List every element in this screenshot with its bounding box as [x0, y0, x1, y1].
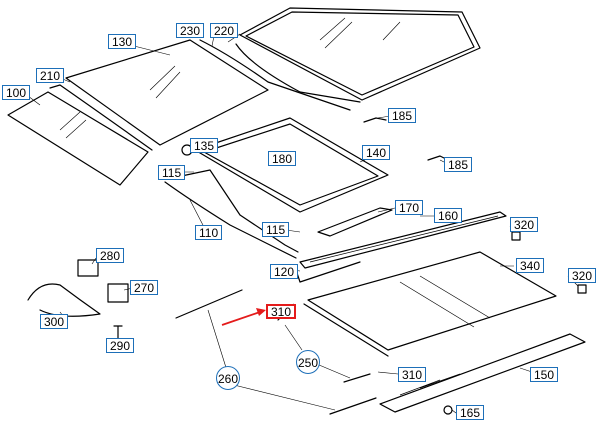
callout-170[interactable]: 170 — [395, 200, 424, 215]
callout-290[interactable]: 290 — [106, 338, 135, 353]
callout-250[interactable]: 250 — [296, 350, 320, 374]
callout-135[interactable]: 135 — [190, 138, 219, 153]
side-rail-150 — [379, 333, 586, 413]
drive-cable-250b — [343, 373, 371, 383]
callout-160[interactable]: 160 — [434, 208, 463, 223]
callout-180[interactable]: 180 — [268, 151, 297, 166]
callout-320-lower[interactable]: 320 — [568, 268, 597, 283]
clip-320b — [577, 284, 587, 294]
callout-115-lower[interactable]: 115 — [262, 222, 290, 237]
callout-320-upper[interactable]: 320 — [510, 217, 539, 232]
callout-165[interactable]: 165 — [456, 405, 485, 420]
callout-185-lower[interactable]: 185 — [444, 157, 473, 172]
callout-115-upper[interactable]: 115 — [158, 165, 186, 180]
callout-270[interactable]: 270 — [130, 280, 159, 295]
callout-185-upper[interactable]: 185 — [388, 108, 417, 123]
front-glass-panel — [65, 39, 269, 146]
guide-rail-160 — [299, 211, 507, 269]
connector-185a — [363, 117, 387, 123]
bolt-165 — [443, 405, 453, 415]
seal-strip-210 — [49, 84, 153, 151]
callout-150[interactable]: 150 — [530, 367, 559, 382]
cable-300 — [27, 283, 101, 317]
sunblind-340 — [303, 251, 557, 357]
rail-120 — [295, 261, 361, 283]
callout-260[interactable]: 260 — [216, 366, 240, 390]
callout-230[interactable]: 230 — [176, 23, 205, 38]
rail-170 — [317, 207, 393, 237]
motor-280 — [77, 259, 99, 277]
seal-strip-220 — [235, 43, 361, 103]
callout-220[interactable]: 220 — [210, 23, 239, 38]
callout-300[interactable]: 300 — [40, 314, 69, 329]
outer-frame-110 — [171, 169, 299, 253]
inner-frame-140 — [194, 117, 389, 213]
clip-320a — [511, 231, 521, 241]
callout-340[interactable]: 340 — [516, 258, 545, 273]
rear-glass-panel — [239, 7, 481, 101]
callout-310-lower[interactable]: 310 — [398, 367, 427, 382]
wind-deflector-glass — [7, 91, 149, 186]
drive-cable-260b — [329, 397, 377, 415]
screw-290 — [113, 325, 123, 341]
highlight-arrow — [221, 308, 266, 326]
seal-strip-230 — [199, 39, 351, 111]
callout-280[interactable]: 280 — [96, 248, 125, 263]
callout-210[interactable]: 210 — [36, 68, 65, 83]
motor-270 — [107, 283, 129, 303]
callout-130[interactable]: 130 — [108, 34, 137, 49]
callout-310-highlighted[interactable]: 310 — [266, 304, 297, 319]
outer-frame-110b — [164, 181, 297, 259]
callout-120[interactable]: 120 — [270, 264, 299, 279]
callout-110[interactable]: 110 — [195, 225, 223, 240]
callout-100[interactable]: 100 — [2, 85, 31, 100]
callout-140[interactable]: 140 — [362, 145, 391, 160]
drive-cable-260a — [175, 289, 243, 319]
